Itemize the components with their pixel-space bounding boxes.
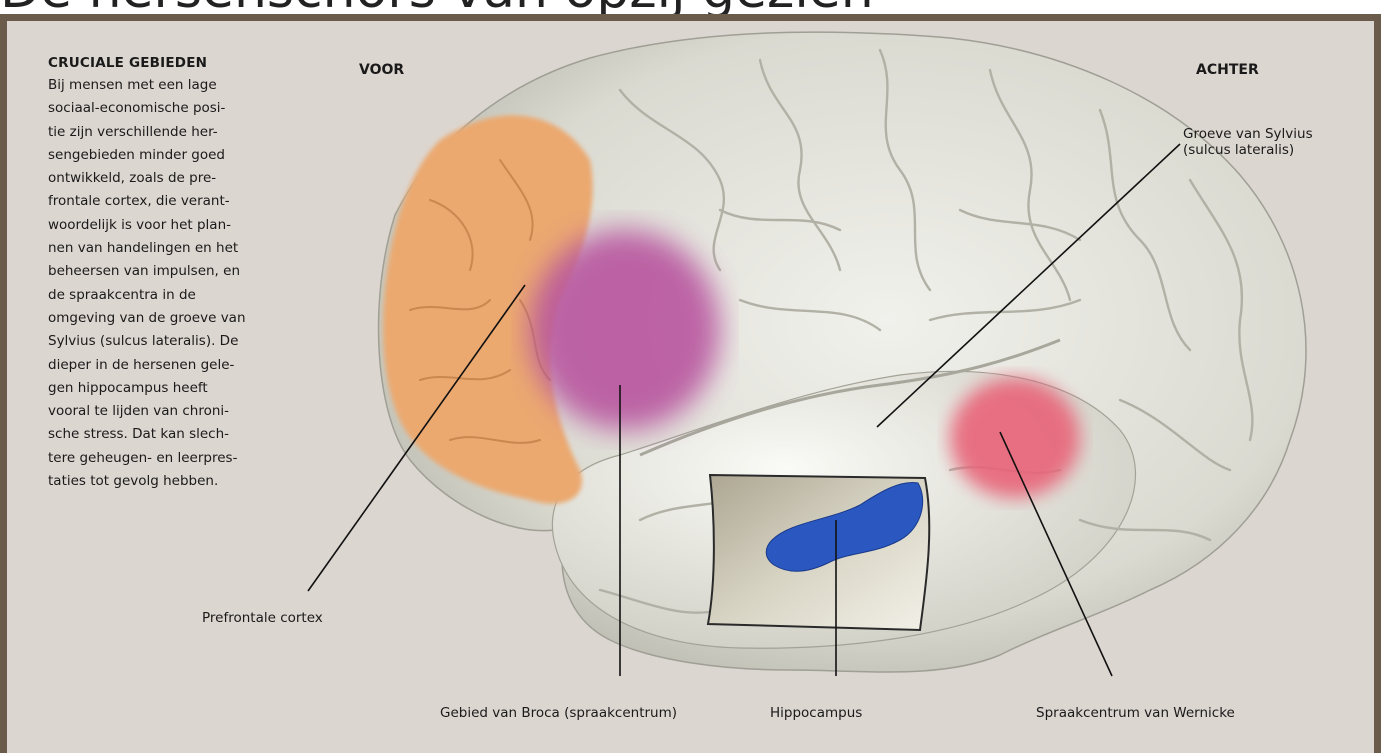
direction-back: ACHTER bbox=[1196, 62, 1259, 78]
direction-front: VOOR bbox=[359, 62, 404, 78]
label-wernicke: Spraakcentrum van Wernicke bbox=[1036, 705, 1235, 721]
label-broca: Gebied van Broca (spraakcentrum) bbox=[440, 705, 677, 721]
label-sylvius: Groeve van Sylvius (sulcus lateralis) bbox=[1183, 126, 1313, 158]
label-prefrontal-cortex: Prefrontale cortex bbox=[202, 610, 323, 626]
label-hippocampus: Hippocampus bbox=[770, 705, 862, 721]
broca-region bbox=[530, 230, 720, 430]
wernicke-region bbox=[950, 378, 1080, 498]
